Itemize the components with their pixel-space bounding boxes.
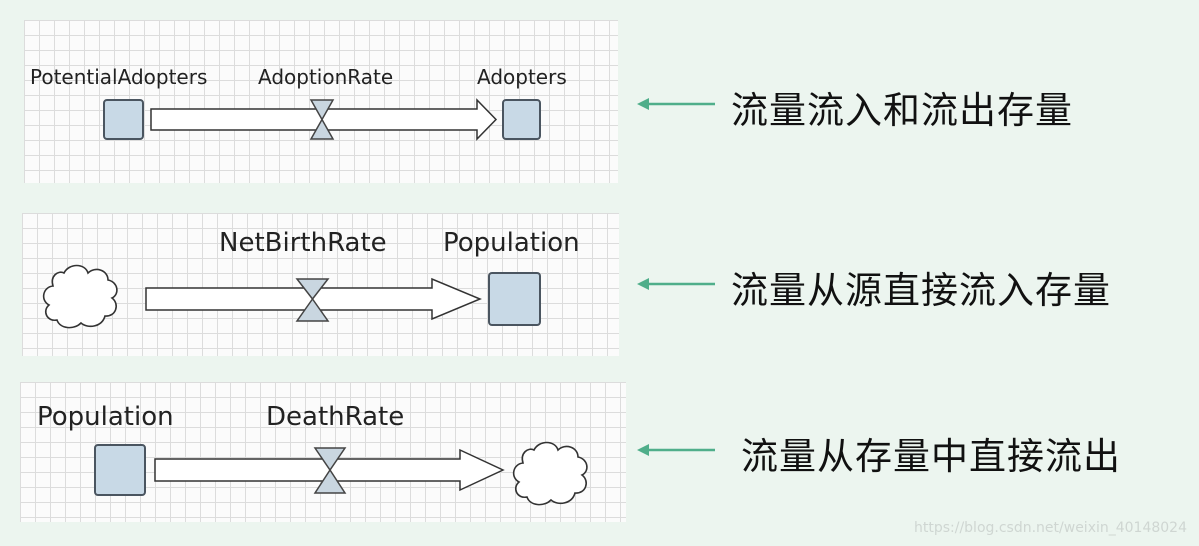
- left-arrow-icon: [637, 444, 715, 456]
- left-arrow-icon: [637, 278, 715, 290]
- source-stock-label: PotentialAdopters: [30, 65, 207, 89]
- cloud-to-stock-svg: NetBirthRate Population: [42, 228, 580, 329]
- stock-to-stock-svg: PotentialAdopters AdoptionRate Adopters: [30, 65, 567, 141]
- source-stock-box: [94, 444, 146, 496]
- target-stock-box: [488, 272, 541, 326]
- flow-valve-icon: [295, 278, 330, 322]
- diagram-panel-stock-to-cloud: Population DeathRate: [20, 382, 626, 522]
- flow-valve-icon: [313, 447, 347, 494]
- watermark: https://blog.csdn.net/weixin_40148024: [913, 520, 1187, 536]
- caption-flow-from-source-into-stock: 流量从源直接流入存量: [731, 269, 1111, 312]
- sink-cloud-icon: [512, 441, 588, 506]
- flow-valve-icon: [309, 99, 335, 140]
- stock-to-cloud-svg: Population DeathRate: [37, 402, 588, 506]
- flow-rate-label: DeathRate: [266, 402, 404, 432]
- source-stock-box: [103, 99, 144, 140]
- source-cloud-icon: [42, 264, 118, 329]
- target-stock-label: Adopters: [477, 65, 567, 89]
- caption-flow-out-of-stock: 流量从存量中直接流出: [741, 435, 1121, 478]
- diagram-panel-cloud-to-stock: NetBirthRate Population: [22, 213, 619, 356]
- caption-flow-in-and-out-of-stock: 流量流入和流出存量: [731, 89, 1073, 132]
- flow-pipe-arrow: [154, 448, 505, 492]
- diagram-panel-stock-to-stock: PotentialAdopters AdoptionRate Adopters: [24, 20, 618, 183]
- target-stock-label: Population: [443, 228, 580, 258]
- flow-rate-label: NetBirthRate: [219, 228, 387, 258]
- source-stock-label: Population: [37, 402, 174, 432]
- target-stock-box: [502, 99, 541, 140]
- flow-rate-label: AdoptionRate: [258, 65, 393, 89]
- left-arrow-icon: [637, 98, 715, 110]
- flow-pipe-arrow: [150, 98, 498, 141]
